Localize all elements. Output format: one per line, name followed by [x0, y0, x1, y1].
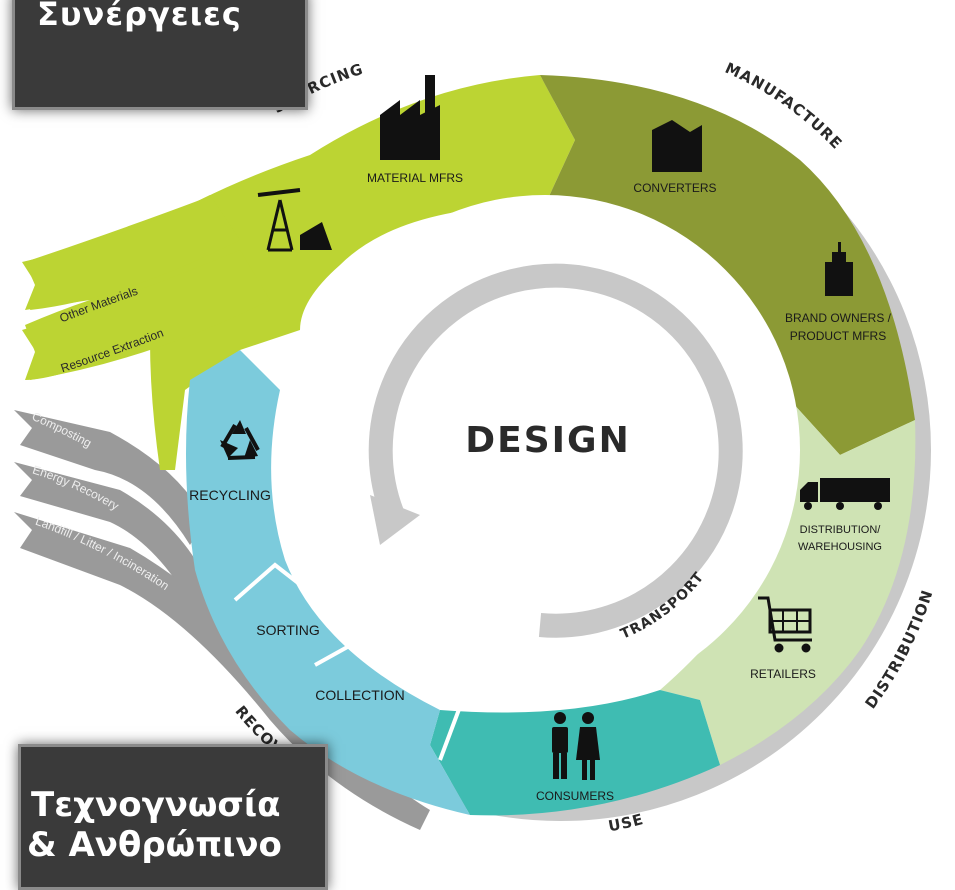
distribution-label-1: DISTRIBUTION/ [800, 524, 882, 536]
synergies-box: Συνέργειες [12, 0, 308, 110]
recycling-label: RECYCLING [189, 487, 271, 503]
distribution-label-2: WAREHOUSING [798, 541, 882, 553]
consumers-icon [552, 712, 600, 780]
truck-icon [800, 478, 890, 510]
factory-icon [380, 75, 440, 160]
other-materials-ribbon [22, 195, 240, 310]
resource-extraction-ribbon [22, 250, 270, 380]
synergies-label: Συνέργειες [37, 0, 242, 33]
know-how-label: Τεχνογνωσία [31, 785, 281, 825]
retailers-label: RETAILERS [750, 667, 816, 681]
manufacture-segment [540, 75, 915, 455]
energy-recovery-ribbon [14, 462, 215, 620]
converter-factory-icon [652, 120, 702, 172]
collection-divider [314, 637, 402, 682]
brand-owners-label-2: PRODUCT MFRS [790, 329, 886, 343]
converters-label: CONVERTERS [633, 181, 716, 195]
sorting-divider [233, 562, 322, 602]
use-segment [430, 690, 720, 816]
recovery-segment [186, 350, 470, 815]
collection-label: COLLECTION [315, 687, 404, 703]
brand-owner-icon [825, 242, 853, 296]
oil-derrick-icon [257, 188, 332, 252]
know-how-box: Τεχνογνωσία & Ανθρώπινο [18, 744, 328, 890]
recycle-icon [220, 420, 260, 460]
center-label: DESIGN [465, 420, 630, 461]
composting-ribbon [14, 410, 205, 545]
consumers-label: CONSUMERS [536, 789, 614, 803]
brand-owners-label-1: BRAND OWNERS / [785, 311, 892, 325]
shopping-cart-icon [758, 596, 812, 653]
sorting-label: SORTING [256, 622, 320, 638]
inner-ring-arrowhead [370, 495, 420, 545]
circular-economy-diagram: DESIGN SOURCING MANUFACTURE DISTRIBUTION… [14, 59, 936, 835]
human-capital-label: & Ανθρώπινο [27, 825, 282, 865]
sourcing-segment [25, 75, 575, 470]
inner-ring [368, 263, 743, 638]
material-mfrs-label: MATERIAL MFRS [367, 171, 463, 185]
